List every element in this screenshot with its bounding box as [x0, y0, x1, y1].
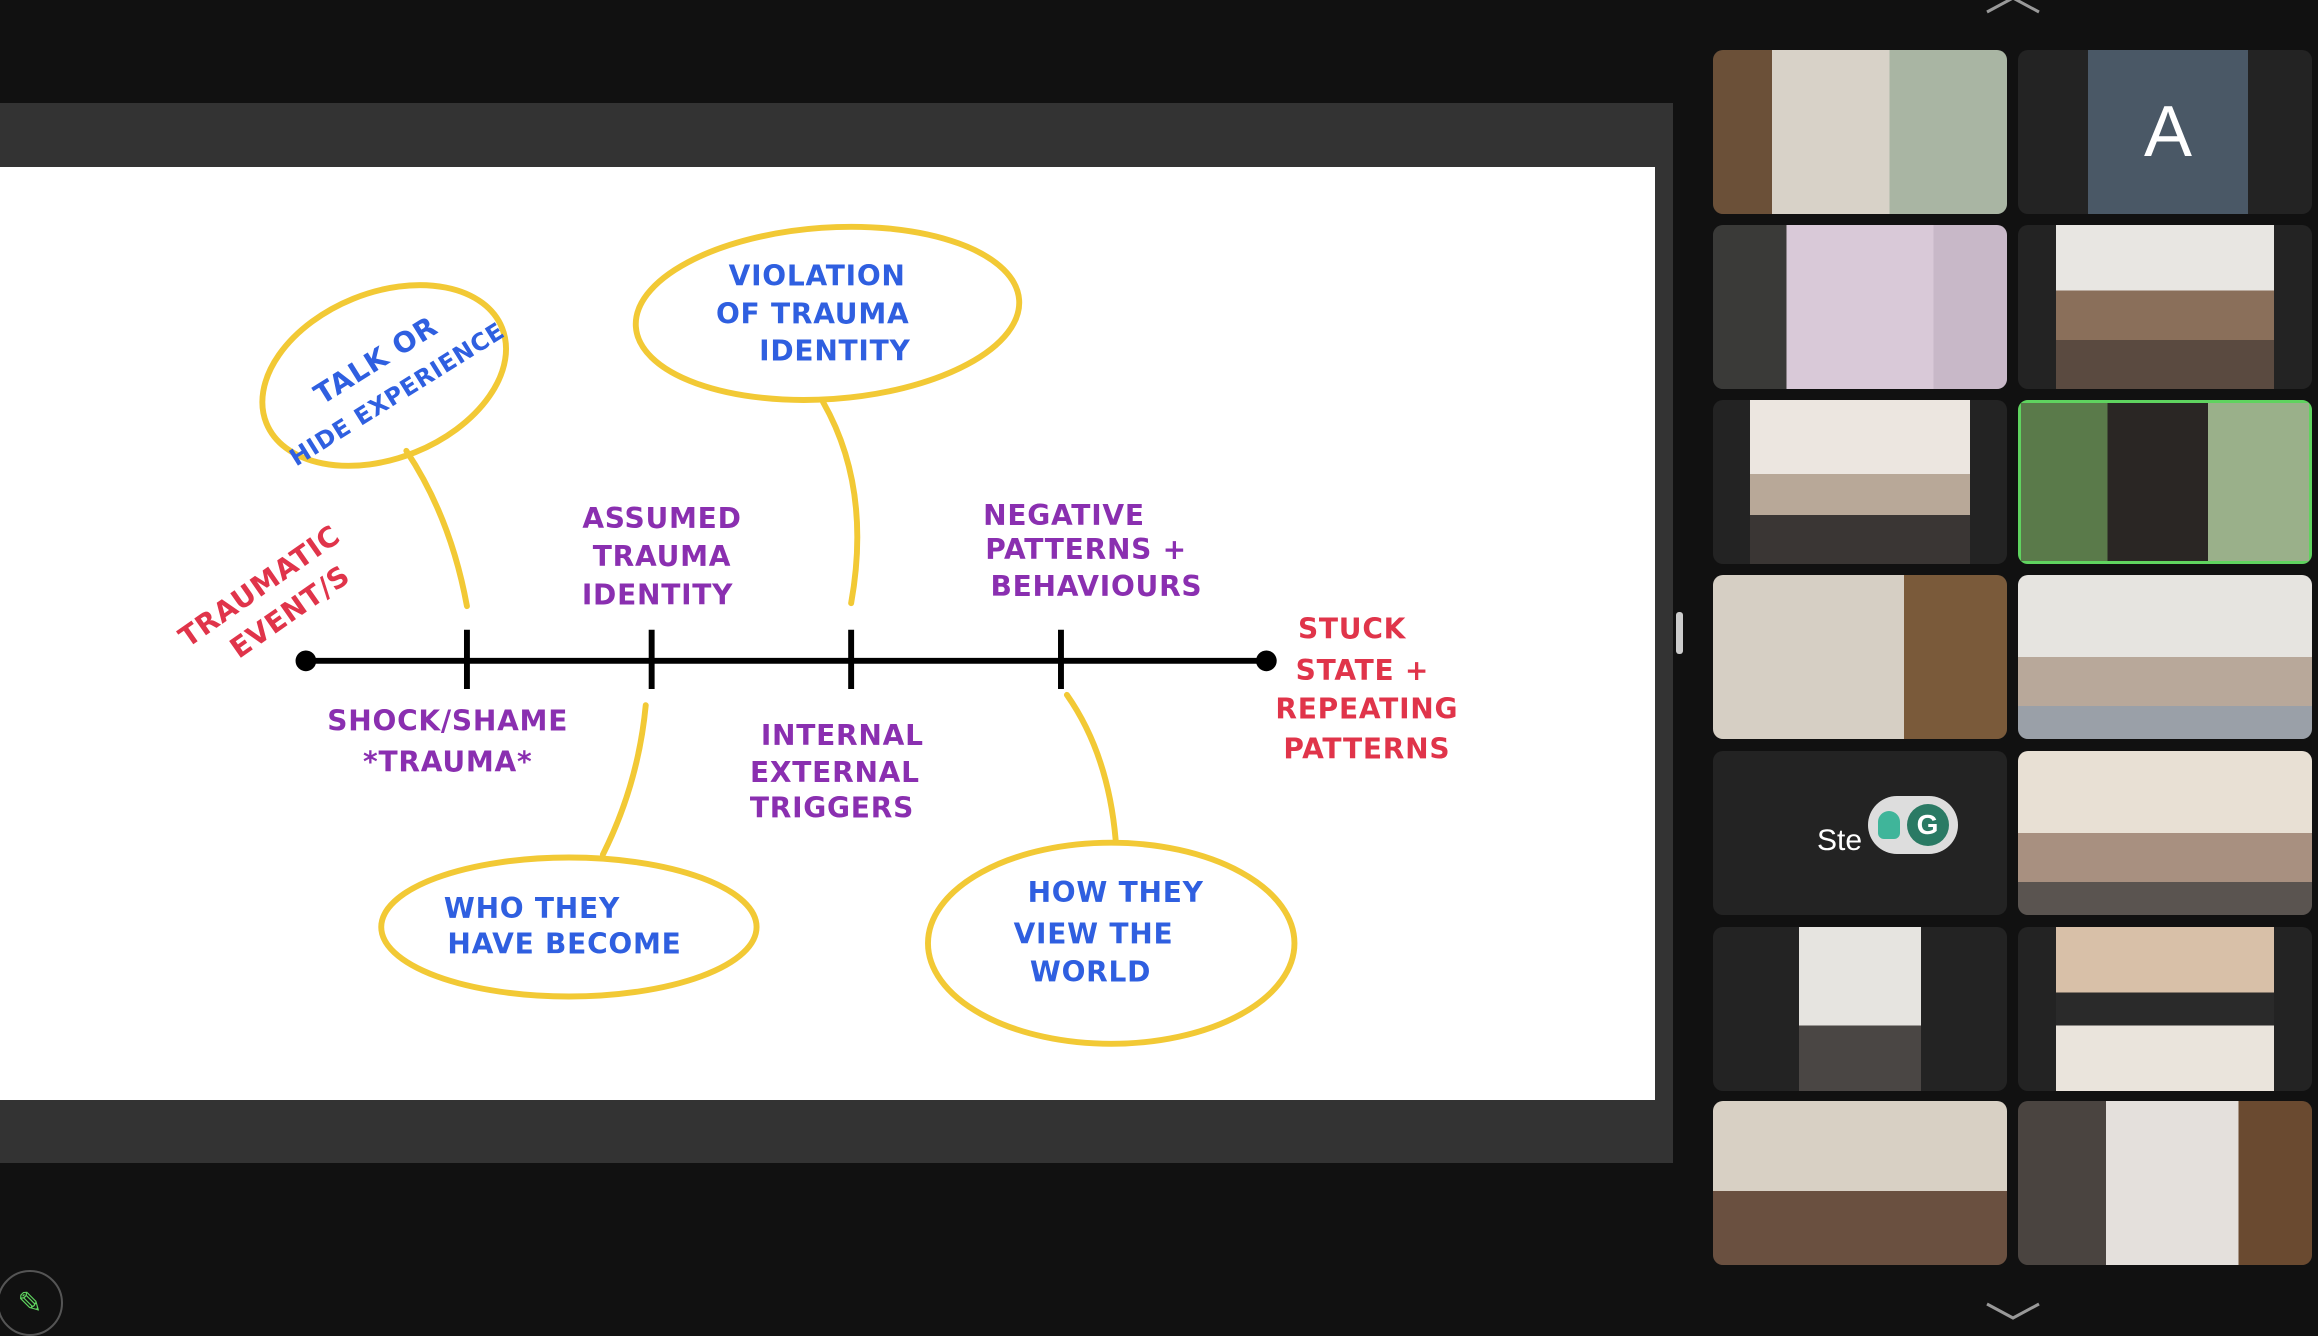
how-label-2: VIEW THE	[1014, 917, 1174, 950]
participant-video-tile[interactable]	[2018, 927, 2312, 1091]
participant-video-tile[interactable]	[2018, 225, 2312, 389]
negative-label-3: BEHAVIOURS	[990, 570, 1202, 603]
how-label-3: WORLD	[1030, 956, 1151, 989]
bubble-violation	[632, 223, 1023, 403]
bubble-how	[925, 839, 1298, 1047]
participant-video-tile[interactable]	[1713, 1101, 2007, 1265]
bubble-who	[378, 854, 760, 1000]
triggers-label-3: TRIGGERS	[750, 792, 914, 825]
end-label-1: STUCK	[1298, 613, 1407, 646]
timeline	[305, 629, 1267, 689]
lightbulb-icon	[1877, 811, 1900, 839]
speech-bubbles	[259, 223, 1298, 1047]
active-speaker-video-tile[interactable]	[2018, 400, 2312, 564]
violation-label-2: OF TRAUMA	[716, 298, 910, 331]
participant-video-tile[interactable]	[1713, 927, 2007, 1091]
timeline-end-dot	[1256, 650, 1277, 672]
participant-name-tile[interactable]: Ste G	[1713, 751, 2007, 915]
end-label-3: REPEATING	[1275, 693, 1458, 726]
whiteboard-slide: TRAUMATIC EVENT/S STUCK STATE + REPEATIN…	[0, 167, 1655, 1100]
participant-video-tile[interactable]	[2018, 751, 2312, 915]
assumed-label-2: TRAUMA	[593, 540, 732, 573]
pencil-icon: ✎	[17, 1286, 43, 1320]
bubble-who-tail	[599, 702, 649, 858]
participant-video-tile[interactable]	[1713, 400, 2007, 564]
participant-video-tile[interactable]	[1713, 50, 2007, 214]
scroll-down-chevron-icon[interactable]	[1985, 1302, 2041, 1320]
annotate-pencil-button[interactable]: ✎	[0, 1270, 63, 1336]
grammarly-icon: G	[1906, 804, 1949, 846]
participant-avatar: A	[2088, 50, 2248, 214]
triggers-label-2: EXTERNAL	[750, 756, 920, 789]
bubble-talk-tail	[403, 447, 470, 610]
bubble-violation-tail	[820, 399, 861, 607]
panel-resize-handle[interactable]	[1676, 612, 1683, 654]
bubble-how-tail	[1063, 691, 1119, 843]
bubble-talk	[259, 282, 509, 469]
participant-name: Ste	[1817, 824, 1863, 857]
violation-label-3: IDENTITY	[759, 335, 910, 368]
end-label-4: PATTERNS	[1283, 732, 1450, 765]
end-label-2: STATE +	[1296, 654, 1430, 687]
assumed-label-3: IDENTITY	[582, 579, 733, 612]
participant-video-tile[interactable]	[1713, 225, 2007, 389]
negative-label-2: PATTERNS +	[985, 533, 1187, 566]
who-label-1: WHO THEY	[444, 892, 620, 925]
triggers-label-1: INTERNAL	[761, 719, 924, 752]
participant-video-tile[interactable]	[2018, 575, 2312, 739]
whiteboard-drawing: TRAUMATIC EVENT/S STUCK STATE + REPEATIN…	[173, 223, 1458, 1047]
timeline-start-dot	[295, 650, 317, 672]
how-label-1: HOW THEY	[1028, 876, 1204, 909]
scroll-up-chevron-icon[interactable]	[1985, 0, 2041, 14]
shock-label-1: SHOCK/SHAME	[327, 704, 568, 737]
who-label-2: HAVE BECOME	[447, 928, 681, 961]
participant-avatar-tile[interactable]: A	[2018, 50, 2312, 214]
grammarly-widget[interactable]: G	[1868, 796, 1958, 854]
shock-label-2: *TRAUMA*	[363, 746, 532, 779]
negative-label-1: NEGATIVE	[983, 499, 1145, 532]
assumed-label-1: ASSUMED	[582, 502, 741, 535]
participant-video-tile[interactable]	[1713, 575, 2007, 739]
violation-label-1: VIOLATION	[729, 259, 906, 292]
participant-video-tile[interactable]	[2018, 1101, 2312, 1265]
